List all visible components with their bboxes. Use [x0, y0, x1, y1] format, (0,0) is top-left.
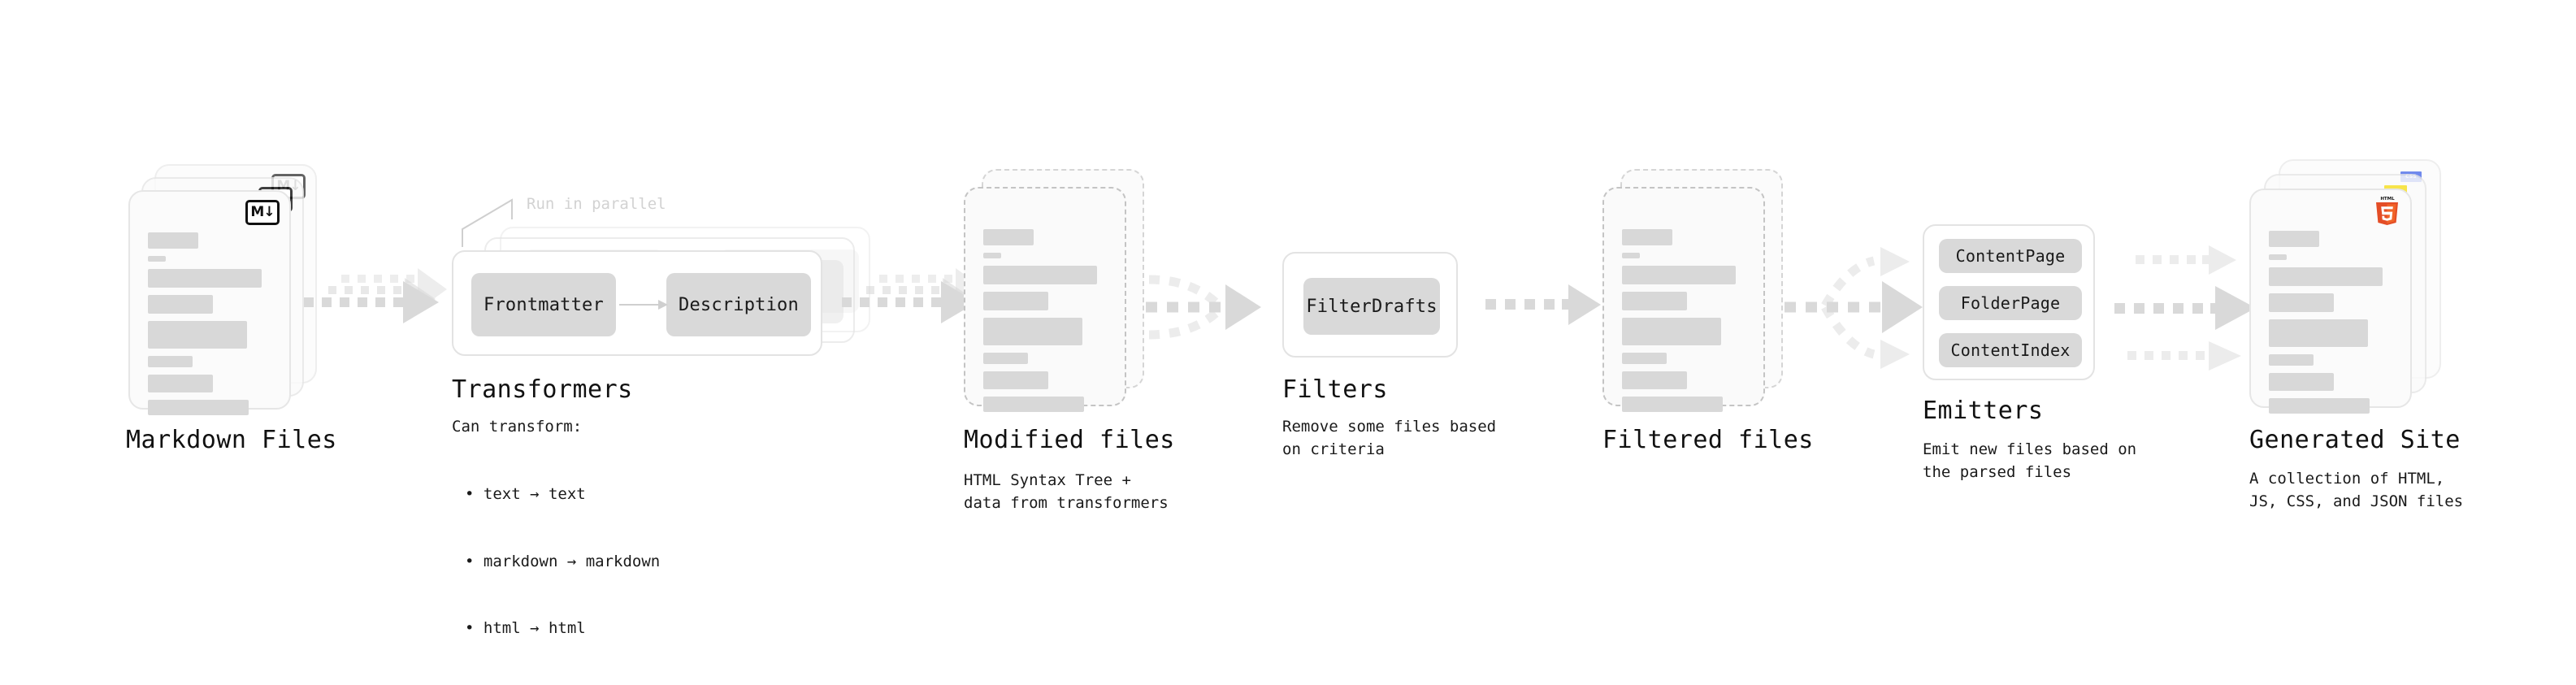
skeleton-line [2269, 398, 2370, 414]
skeleton-line [1622, 253, 1640, 258]
transformer-pill-frontmatter[interactable]: Frontmatter [471, 273, 616, 336]
emitter-pill-contentpage[interactable]: ContentPage [1939, 239, 2082, 273]
emitter-pill-folderpage[interactable]: FolderPage [1939, 286, 2082, 320]
skeleton-line [148, 356, 193, 367]
transformers-box[interactable]: Frontmatter Description [452, 250, 822, 356]
run-in-parallel-bracket [462, 195, 535, 248]
generated-skeleton [2251, 190, 2410, 414]
html5-icon: HTML [2374, 195, 2400, 225]
skeleton-line [148, 400, 249, 415]
skeleton-line [1622, 397, 1723, 412]
generated-site-caption: Generated Site [2249, 426, 2461, 454]
generated-file-html: HTML [2249, 189, 2412, 414]
skeleton-line [1622, 292, 1687, 310]
filtered-skeleton [1604, 189, 1763, 412]
skeleton-line [1622, 266, 1736, 284]
modified-files-subcaption: HTML Syntax Tree + data from transformer… [964, 471, 1169, 512]
skeleton-line [983, 266, 1097, 284]
skeleton-line [148, 295, 213, 314]
skeleton-line [2269, 354, 2314, 366]
skeleton-line [1622, 371, 1687, 389]
skeleton-line [148, 269, 262, 288]
transformers-bullet-item: • html → html [465, 619, 586, 638]
filtered-files-caption: Filtered files [1602, 426, 1814, 454]
arrow-filters-to-filtered [1485, 284, 1604, 333]
skeleton-line [148, 321, 247, 349]
emitters-subcaption: Emit new files based on the parsed files [1923, 440, 2137, 481]
arrow-filtered-to-emitters [1780, 234, 1926, 380]
skeleton-line [983, 397, 1084, 412]
transformers-bullet-item: • markdown → markdown [465, 552, 661, 570]
arrow-markdown-to-transformers [302, 268, 457, 349]
filtered-file-front [1602, 187, 1765, 412]
markdown-file-front: M↓ [128, 190, 291, 415]
emitters-box[interactable]: ContentPage FolderPage ContentIndex [1923, 224, 2095, 380]
generated-site-subcaption: A collection of HTML, JS, CSS, and JSON … [2249, 470, 2464, 510]
markdown-files-caption: Markdown Files [126, 426, 337, 454]
skeleton-line [1622, 353, 1667, 364]
transformers-bullet-item: • text → text [465, 485, 586, 504]
skeleton-line [2269, 319, 2368, 347]
skeleton-line [983, 371, 1048, 389]
filters-box[interactable]: FilterDrafts [1282, 252, 1458, 358]
emitters-caption: Emitters [1923, 397, 2044, 425]
run-in-parallel-label: Run in parallel [527, 195, 666, 213]
transformer-pill-description[interactable]: Description [666, 273, 811, 336]
svg-text:HTML: HTML [2380, 197, 2395, 202]
skeleton-line [983, 253, 1001, 258]
skeleton-line [983, 353, 1028, 364]
transformer-inner-arrow [619, 299, 670, 310]
arrow-modified-to-filters [1138, 262, 1276, 359]
skeleton-line [1622, 229, 1672, 245]
filter-pill-filterdrafts[interactable]: FilterDrafts [1303, 278, 1440, 335]
skeleton-line [983, 229, 1034, 245]
skeleton-line [2269, 231, 2319, 247]
skeleton-line [2269, 254, 2287, 260]
skeleton-line [1622, 318, 1721, 345]
skeleton-line [148, 232, 198, 249]
skeleton-line [2269, 373, 2334, 391]
modified-file-front [964, 187, 1126, 412]
emitter-pill-contentindex[interactable]: ContentIndex [1939, 333, 2082, 367]
skeleton-line [983, 318, 1082, 345]
transformers-caption: Transformers [452, 375, 633, 404]
markdown-icon: M↓ [245, 200, 280, 225]
modified-files-caption: Modified files [964, 426, 1175, 454]
transformers-bullets: • text → text • markdown → markdown • ht… [465, 439, 660, 685]
arrow-emitters-to-site [2113, 236, 2259, 382]
transformers-subcaption: Can transform: [452, 418, 583, 436]
filters-subcaption: Remove some files based on criteria [1282, 418, 1497, 458]
skeleton-line [148, 375, 213, 392]
markdown-skeleton [130, 192, 289, 415]
skeleton-line [983, 292, 1048, 310]
skeleton-line [148, 256, 166, 262]
skeleton-line [2269, 293, 2334, 312]
modified-skeleton [965, 189, 1125, 412]
filters-caption: Filters [1282, 375, 1388, 404]
skeleton-line [2269, 267, 2383, 286]
